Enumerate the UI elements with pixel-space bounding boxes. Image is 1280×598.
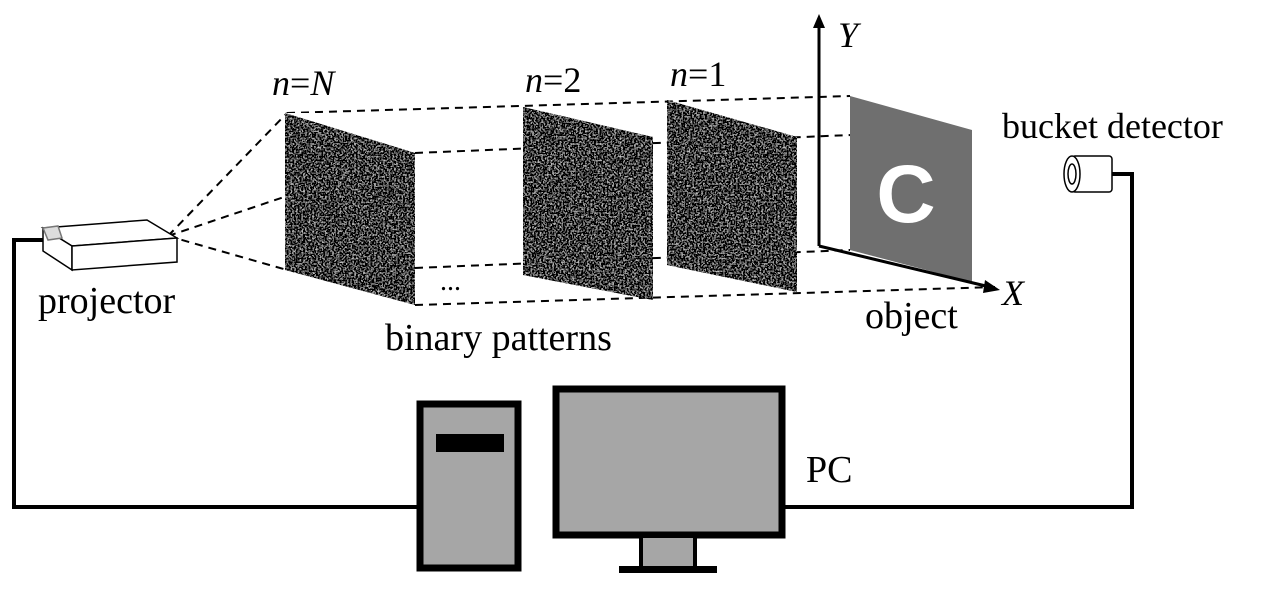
bucket-detector-icon [1063, 155, 1113, 193]
x-axis: X [818, 244, 1026, 313]
projector-label: projector [38, 280, 176, 322]
pattern-noise-2 [523, 107, 653, 300]
pattern-ellipsis: ... [440, 266, 461, 297]
object-letter: C [876, 149, 935, 240]
projector-icon [40, 219, 180, 272]
y-axis-label: Y [838, 15, 862, 55]
y-axis: Y [813, 14, 862, 246]
cable-projector-pc [12, 238, 418, 509]
binary-patterns-label: binary patterns [385, 317, 612, 359]
cables [12, 172, 1134, 509]
pc-label: PC [806, 449, 852, 491]
object-panel: C [850, 96, 972, 282]
pattern-label-n-2: n=2 [525, 60, 581, 100]
cable-detector-pc [784, 172, 1134, 509]
pattern-label-n-1: n=1 [670, 54, 726, 94]
pattern-label-n-N: n=N [272, 63, 336, 103]
pc-tower-icon [416, 400, 522, 572]
pattern-noise-1 [667, 100, 797, 292]
bucket-detector-label: bucket detector [1002, 106, 1223, 146]
object-label: object [865, 295, 958, 337]
pc-monitor-icon [552, 385, 786, 573]
x-axis-label: X [1000, 273, 1026, 313]
